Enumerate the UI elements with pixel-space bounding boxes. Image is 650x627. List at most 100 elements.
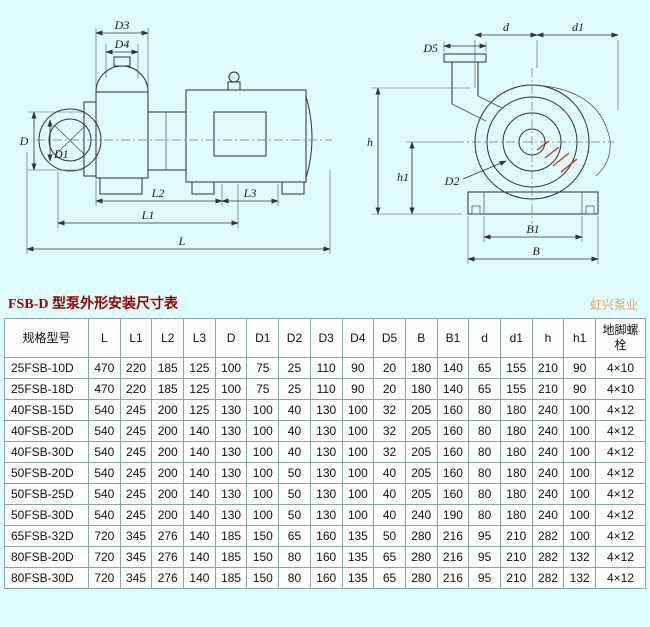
column-header: D: [214, 318, 248, 358]
column-header: B: [404, 318, 438, 358]
value-cell: 540: [88, 504, 121, 526]
value-cell: 125: [183, 378, 216, 400]
value-cell: 75: [246, 357, 280, 379]
value-cell: 100: [214, 357, 248, 379]
value-cell: 140: [183, 567, 216, 589]
value-cell: 100: [341, 420, 375, 442]
value-cell: 40: [278, 441, 311, 463]
value-cell: 130: [309, 504, 343, 526]
value-cell: 50: [278, 483, 311, 505]
value-cell: 100: [246, 483, 280, 505]
value-cell: 210: [531, 357, 565, 379]
model-cell: 40FSB-20D: [4, 420, 89, 442]
value-cell: 125: [183, 357, 216, 379]
value-cell: 245: [119, 441, 153, 463]
model-cell: 25FSB-18D: [4, 378, 89, 400]
pump-drawings: D3 D4 D D1 L2 L3 L1: [19, 18, 619, 264]
value-cell: 140: [183, 420, 216, 442]
value-cell: 150: [246, 567, 280, 589]
dim-label-D2: D2: [444, 174, 460, 188]
column-header: d: [468, 318, 501, 358]
value-cell: 130: [309, 483, 343, 505]
value-cell: 180: [499, 483, 533, 505]
value-cell: 130: [214, 420, 248, 442]
value-cell: 185: [214, 567, 248, 589]
value-cell: 185: [151, 378, 185, 400]
dim-label-B1: B1: [526, 222, 539, 236]
value-cell: 4×12: [595, 483, 646, 505]
value-cell: 216: [436, 567, 470, 589]
value-cell: 200: [151, 420, 185, 442]
dim-label-d: d: [503, 20, 510, 34]
dim-label-h: h: [367, 135, 373, 149]
value-cell: 40: [373, 462, 406, 484]
value-cell: 80: [468, 441, 501, 463]
dim-label-B: B: [532, 244, 540, 258]
value-cell: 216: [436, 546, 470, 568]
dim-label-d1: d1: [572, 20, 584, 34]
column-header: D3: [309, 318, 343, 358]
value-cell: 100: [563, 525, 596, 547]
dim-label-D3: D3: [114, 18, 130, 32]
value-cell: 205: [404, 462, 438, 484]
value-cell: 80: [278, 546, 311, 568]
model-cell: 80FSB-20D: [4, 546, 89, 568]
value-cell: 205: [404, 441, 438, 463]
dim-label-h1: h1: [397, 170, 409, 184]
model-cell: 50FSB-20D: [4, 462, 89, 484]
value-cell: 190: [436, 504, 470, 526]
value-cell: 100: [341, 462, 375, 484]
value-cell: 345: [119, 567, 153, 589]
value-cell: 100: [563, 462, 596, 484]
value-cell: 25: [278, 378, 311, 400]
value-cell: 130: [214, 504, 248, 526]
value-cell: 4×12: [595, 567, 646, 589]
value-cell: 240: [531, 441, 565, 463]
value-cell: 160: [309, 525, 343, 547]
value-cell: 4×12: [595, 462, 646, 484]
value-cell: 160: [436, 441, 470, 463]
value-cell: 130: [214, 441, 248, 463]
value-cell: 100: [341, 441, 375, 463]
value-cell: 210: [499, 567, 533, 589]
value-cell: 160: [309, 567, 343, 589]
value-cell: 80: [468, 504, 501, 526]
value-cell: 205: [404, 399, 438, 421]
dim-label-D: D: [19, 134, 29, 148]
value-cell: 180: [499, 462, 533, 484]
column-header: D2: [278, 318, 311, 358]
value-cell: 245: [119, 504, 153, 526]
value-cell: 150: [246, 546, 280, 568]
column-header: h: [531, 318, 565, 358]
value-cell: 80: [468, 462, 501, 484]
value-cell: 100: [341, 504, 375, 526]
value-cell: 40: [278, 420, 311, 442]
value-cell: 100: [246, 441, 280, 463]
value-cell: 4×10: [595, 378, 646, 400]
model-cell: 65FSB-32D: [4, 525, 89, 547]
value-cell: 185: [214, 525, 248, 547]
column-header: 地脚螺栓: [595, 318, 646, 358]
value-cell: 20: [373, 357, 406, 379]
value-cell: 282: [531, 546, 565, 568]
value-cell: 132: [563, 546, 596, 568]
value-cell: 140: [183, 441, 216, 463]
value-cell: 32: [373, 399, 406, 421]
value-cell: 135: [341, 567, 375, 589]
value-cell: 80: [278, 567, 311, 589]
value-cell: 110: [309, 357, 343, 379]
value-cell: 282: [531, 567, 565, 589]
value-cell: 4×12: [595, 525, 646, 547]
model-cell: 25FSB-10D: [4, 357, 89, 379]
value-cell: 90: [341, 378, 375, 400]
value-cell: 100: [246, 420, 280, 442]
value-cell: 245: [119, 483, 153, 505]
value-cell: 130: [309, 441, 343, 463]
